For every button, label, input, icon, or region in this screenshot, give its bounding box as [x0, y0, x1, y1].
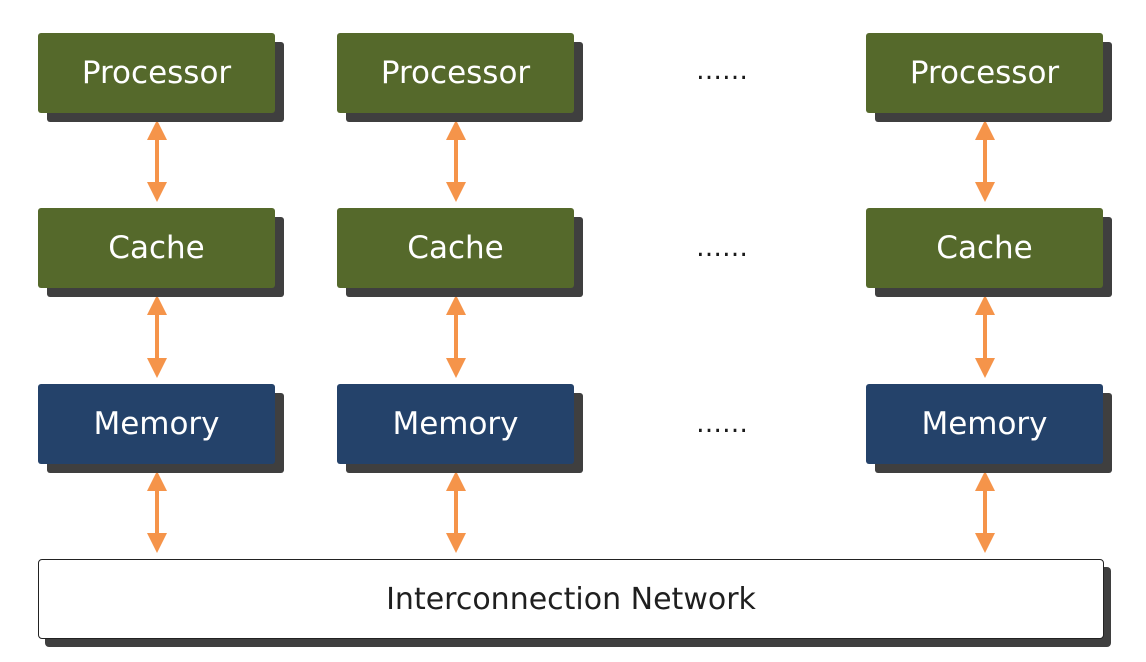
cache-label-3: Cache: [936, 230, 1033, 266]
processor-label-1: Processor: [81, 55, 232, 91]
memory-label-1: Memory: [93, 406, 220, 442]
processor-box-1: Processor: [38, 33, 275, 113]
ellipsis-cache-row: ……: [696, 233, 748, 263]
interconnection-network-box: Interconnection Network: [38, 559, 1104, 639]
ellipsis-processor-row: ……: [696, 56, 748, 86]
memory-box-2: Memory: [337, 384, 574, 464]
cache-label-2: Cache: [407, 230, 504, 266]
memory-label-2: Memory: [392, 406, 519, 442]
memory-label-3: Memory: [921, 406, 1048, 442]
processor-label-3: Processor: [909, 55, 1060, 91]
cache-label-1: Cache: [108, 230, 205, 266]
processor-box-2: Processor: [337, 33, 574, 113]
processor-label-2: Processor: [380, 55, 531, 91]
interconnection-network-label: Interconnection Network: [386, 581, 756, 617]
ellipsis-memory-row: ……: [696, 409, 748, 439]
cache-box-1: Cache: [38, 208, 275, 288]
memory-box-3: Memory: [866, 384, 1103, 464]
processor-box-3: Processor: [866, 33, 1103, 113]
cache-box-2: Cache: [337, 208, 574, 288]
memory-box-1: Memory: [38, 384, 275, 464]
cache-box-3: Cache: [866, 208, 1103, 288]
